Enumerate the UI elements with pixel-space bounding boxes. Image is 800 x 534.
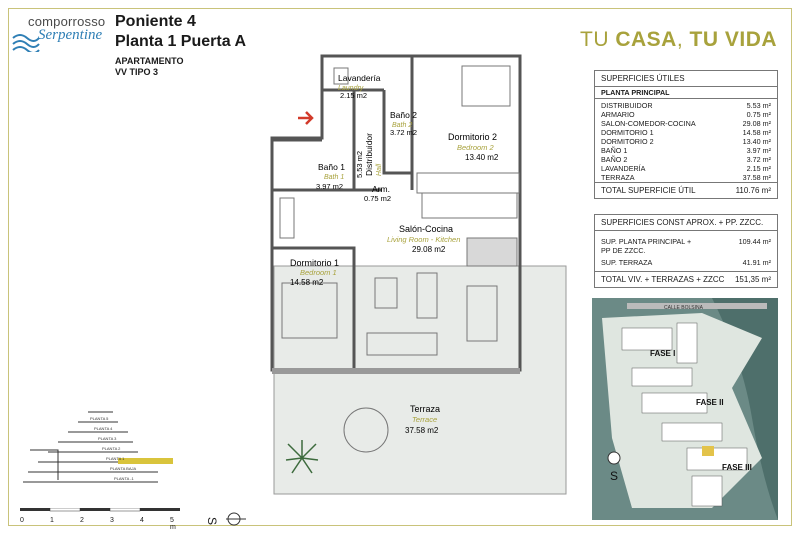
svg-text:2.15 m2: 2.15 m2 — [340, 91, 367, 100]
compass-icon — [607, 451, 621, 465]
unit-code: VV TIPO 3 — [115, 67, 159, 77]
floor-label: PLANTA 1 — [106, 456, 125, 461]
built-row-main: SUP. PLANTA PRINCIPAL +109.44 m² — [601, 237, 771, 246]
building-section-diagram: PLANTA 5 PLANTA 4 PLANTA 3 PLANTA 2 PLANTA 1… — [23, 411, 173, 483]
slogan: TU CASA, TU VIDA — [580, 28, 778, 51]
room-bedroom2: Dormitorio 2 — [448, 132, 497, 142]
page-frame — [8, 8, 792, 526]
svg-text:Bedroom 1: Bedroom 1 — [300, 268, 337, 277]
floor-label: PLANTA 5 — [90, 416, 109, 421]
room-laundry: Lavandería — [338, 73, 381, 83]
built-areas-table: SUPERFICIES CONST APROX. + PP. ZZCC. SUP… — [594, 214, 778, 288]
entrance-arrow-icon — [298, 111, 314, 125]
svg-text:Bedroom 2: Bedroom 2 — [457, 143, 495, 152]
floor-label: PLANTA 3 — [98, 436, 117, 441]
svg-text:29.08 m2: 29.08 m2 — [412, 245, 446, 254]
terrace-table — [343, 407, 389, 453]
svg-text:Laundry: Laundry — [338, 85, 364, 92]
svg-text:3.97 m2: 3.97 m2 — [316, 182, 343, 191]
scale-tick: 5 m — [170, 517, 176, 531]
page-subtitle: Planta 1 Puerta A — [115, 33, 247, 50]
phase-1-label: FASE I — [650, 349, 675, 358]
scale-tick: 0 — [20, 517, 24, 524]
svg-text:Hall: Hall — [376, 163, 383, 176]
room-terrace: Terraza — [410, 404, 440, 414]
scale-tick: 2 — [80, 517, 84, 524]
svg-text:S: S — [610, 469, 618, 483]
brand-logo-bottom: Serpentine — [38, 27, 103, 43]
svg-text:37.58 m2: 37.58 m2 — [405, 426, 439, 435]
facade-wall — [272, 368, 520, 374]
scale-tick: 4 — [140, 517, 144, 524]
site-plan: CALLE BOLSINA FASE I FASE II FASE III S — [592, 298, 778, 520]
north-arrow-icon — [226, 512, 246, 526]
plant-icon — [285, 440, 319, 474]
phase-3-label: FASE III — [722, 463, 752, 472]
built-areas-heading: SUPERFICIES CONST APROX. + PP. ZZCC. — [595, 215, 777, 231]
scale-tick: 3 — [110, 517, 114, 524]
room-bath1: Baño 1 — [318, 162, 345, 172]
svg-text:13.40 m2: 13.40 m2 — [465, 153, 499, 162]
scale-compass-s: S — [205, 516, 220, 526]
svg-text:3.72 m2: 3.72 m2 — [390, 128, 417, 137]
room-living: Salón-Cocina — [399, 224, 453, 234]
unit-type: APARTAMENTO — [115, 56, 184, 66]
svg-text:14.58 m2: 14.58 m2 — [290, 278, 324, 287]
room-bath2: Baño 2 — [390, 110, 417, 120]
wave-logo-icon — [12, 34, 40, 52]
areas-table: SUPERFICIES ÚTILES PLANTA PRINCIPAL DIST… — [594, 70, 778, 199]
floor-label: PLANTA 4 — [94, 426, 113, 431]
terrace-area — [273, 265, 567, 495]
room-bedroom1: Dormitorio 1 — [290, 258, 339, 268]
floor-label: PLANTA BAJA — [110, 466, 136, 471]
svg-text:5.53 m2: 5.53 m2 — [355, 151, 364, 178]
phase-2-label: FASE II — [696, 398, 724, 407]
room-hall: Distribuidor — [364, 133, 374, 176]
floor-label: PLANTA -1 — [114, 476, 134, 481]
brand-logo-top: comporrosso — [28, 14, 106, 29]
scale-tick: 1 — [50, 517, 54, 524]
section-label: PLANTA PRINCIPAL — [595, 87, 777, 99]
useful-areas-heading: SUPERFICIES ÚTILES — [595, 71, 777, 87]
svg-text:CALLE BOLSINA: CALLE BOLSINA — [664, 305, 704, 311]
svg-text:Living Room - Kitchen: Living Room - Kitchen — [387, 235, 460, 244]
svg-text:Bath 2: Bath 2 — [392, 122, 412, 129]
scale-line — [20, 508, 180, 512]
svg-text:Terrace: Terrace — [412, 415, 437, 424]
svg-text:0.75 m2: 0.75 m2 — [364, 194, 391, 203]
built-row-main-cont: PP DE ZZCC. — [601, 246, 646, 255]
page-title: Poniente 4 — [115, 13, 196, 30]
room-closet: Arm. — [372, 184, 390, 194]
floor-plan: Lavandería Laundry 2.15 m2 Baño 2 Bath 2… — [270, 54, 567, 495]
floor-label: PLANTA 2 — [102, 446, 121, 451]
svg-text:Bath 1: Bath 1 — [324, 174, 344, 181]
